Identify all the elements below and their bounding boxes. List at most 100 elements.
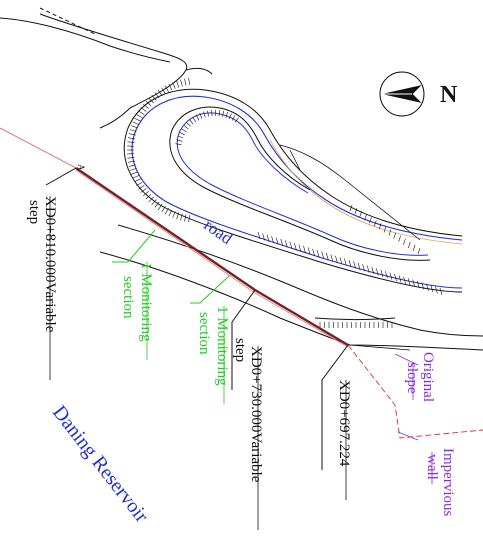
hatch-tick [176,139,183,142]
hatch-tick [157,89,163,97]
chainage-810-step: step [26,200,42,224]
hatch-tick [280,238,284,247]
hatch-tick [266,234,270,242]
north-arrow [379,71,425,117]
hatch-tick [176,212,180,220]
hatch-tick [184,214,187,222]
north-label: N [440,82,458,108]
hatch-tick [307,247,311,255]
hatch-tick [394,273,397,282]
monitoring-section-a-2: section [120,276,136,319]
monitoring-section-a-1: 1 Monitoring [138,262,154,342]
hatch-tick [131,125,138,129]
hatch-tick [417,247,421,255]
hatch-tick [412,279,415,287]
hatch-tick [376,268,379,276]
hatch-tick [303,245,306,254]
hatch-tick [127,157,135,159]
hatch-tick [145,100,152,106]
hatch-tick [180,213,183,221]
hatch-tick [262,233,265,241]
hatch-tick [335,255,338,263]
hatch-tick [294,243,297,251]
hatch-tick [148,196,154,203]
hatch-tick [154,92,160,99]
hatch-tick [199,112,203,119]
hatch-tick [175,143,182,145]
hatch-tick [136,181,143,186]
hatch-tick [189,119,194,125]
hatch-tick [398,275,402,283]
hatch-tick [195,114,200,121]
slope-hatching [127,77,443,328]
hatch-tick [161,87,166,94]
reservoir-label: Daning Reservoir [48,402,153,527]
hatch-tick [383,226,387,233]
hatch-tick [143,103,149,109]
hatch-tick [188,215,190,223]
hatch-tick [138,185,145,190]
hatch-tick [140,188,147,193]
impervious-wall-line [347,344,483,439]
hatch-tick [140,107,147,112]
chainage-730-label: XD0+730.000Variable [248,346,264,483]
impervious-wall-label-1: Impervious [440,448,456,516]
hatch-tick [389,272,393,280]
hatch-tick [168,209,173,217]
road-label: road [200,215,236,248]
hatch-tick [172,211,176,218]
hatch-tick [183,124,189,130]
hatch-tick [231,115,236,121]
hatch-tick [188,77,190,85]
hatch-tick [289,241,293,249]
hatch-tick [129,129,137,132]
hatch-tick [439,287,443,296]
hatch-tick [161,206,166,213]
hatch-tick [353,261,356,269]
hatch-tick [275,237,279,245]
hatch-tick [176,80,180,88]
hatch-tick [145,194,152,200]
hatch-tick [128,133,136,136]
monitoring-section-b-1: 1 Monitoring [214,306,230,386]
hatch-tick [312,248,315,256]
embankment-lines [99,224,483,351]
hatch-tick [127,160,135,163]
hatch-tick [316,250,320,258]
hatch-tick [388,229,392,236]
hatch-tick [359,211,362,218]
hatch-tick [143,191,149,197]
hatch-tick [148,97,154,104]
monitoring-section-b-2: section [196,312,212,355]
hatch-tick [228,113,232,120]
hatch-tick [192,116,197,123]
hatch-tick [321,251,324,259]
hatch-tick [132,175,140,179]
hatch-tick [180,79,183,87]
hatch-tick [430,285,434,293]
hatch-tick [378,223,382,230]
hatch-tick [393,232,396,239]
hatch-tick [186,121,191,127]
hatch-tick [222,110,224,117]
hatch-tick [164,85,169,93]
hatch-tick [211,110,213,117]
hatch-tick [257,231,261,240]
chainage-697-label: XD0+697.224 [336,380,352,467]
hatch-tick [354,208,358,215]
hatch-tick [398,235,401,242]
hatch-tick [207,110,209,117]
upper-road-lines [0,7,213,129]
hatch-tick [138,110,145,115]
hatch-tick [271,236,274,244]
hatch-tick [234,117,239,123]
hatch-tick [131,171,138,175]
hatch-tick [357,262,361,270]
hatch-tick [129,168,137,171]
hatch-tick [417,280,420,289]
hatch-tick [362,264,365,272]
hatch-tick [151,199,157,205]
hatch-tick [408,241,411,248]
